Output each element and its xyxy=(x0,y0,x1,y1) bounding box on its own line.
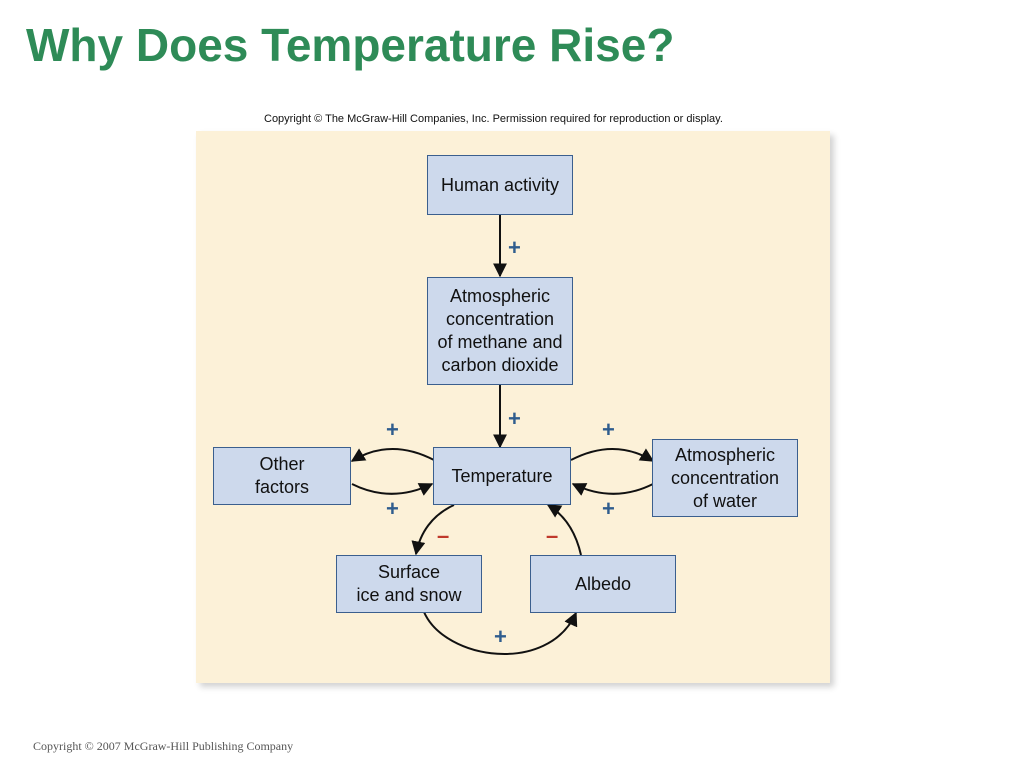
node-surface-ice: Surface ice and snow xyxy=(336,555,482,613)
sign-other-temperature: + xyxy=(386,496,399,521)
arrow-other-to-temperature xyxy=(351,483,434,496)
arrow-temperature-to-water xyxy=(570,447,655,462)
node-other-factors: Other factors xyxy=(213,447,351,505)
sign-temperature-ice: – xyxy=(437,523,449,548)
sign-temperature-water: + xyxy=(602,417,615,442)
sign-human-co2: + xyxy=(508,235,521,260)
node-albedo: Albedo xyxy=(530,555,676,613)
sign-albedo-temperature: – xyxy=(546,523,558,548)
node-atmospheric-co2: Atmospheric concentration of methane and… xyxy=(427,277,573,385)
node-temperature: Temperature xyxy=(433,447,571,505)
diagram-panel xyxy=(196,131,830,683)
slide-title: Why Does Temperature Rise? xyxy=(26,19,675,71)
sign-temperature-other: + xyxy=(386,417,399,442)
arrow-albedo-to-temperature xyxy=(546,504,582,556)
sign-water-temperature: + xyxy=(602,496,615,521)
arrow-temperature-to-ice xyxy=(411,504,455,556)
figure-copyright: Copyright © The McGraw-Hill Companies, I… xyxy=(264,113,723,125)
node-human-activity: Human activity xyxy=(427,155,573,215)
slide-footer-copyright: Copyright © 2007 McGraw-Hill Publishing … xyxy=(33,739,294,753)
arrow-water-to-temperature xyxy=(571,483,654,496)
arrow-ice-to-albedo xyxy=(423,611,578,655)
node-atmospheric-water: Atmospheric concentration of water xyxy=(652,439,798,517)
arrow-temperature-to-other xyxy=(350,447,435,462)
sign-ice-albedo: + xyxy=(494,624,507,649)
sign-co2-temperature: + xyxy=(508,406,521,431)
